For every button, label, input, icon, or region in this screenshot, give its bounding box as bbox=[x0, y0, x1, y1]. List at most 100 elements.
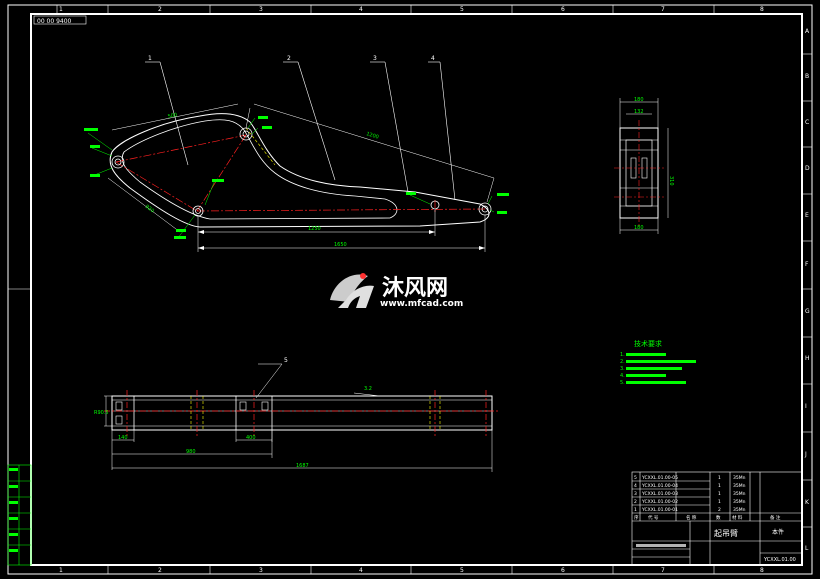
side-view: 1 2 3 4 500 1200 1250 1650 920 bbox=[84, 55, 509, 252]
plan-surface-mark: 3.2 bbox=[364, 386, 372, 392]
balloon-label: 4 bbox=[431, 55, 435, 62]
tech-req-line: 3. bbox=[620, 366, 625, 372]
ruler-label: 4 bbox=[359, 6, 363, 13]
ruler-label: B bbox=[805, 73, 809, 80]
bottom-ruler-labels: 1 2 3 4 5 6 7 8 bbox=[59, 567, 764, 574]
ruler-label: 3 bbox=[259, 567, 263, 574]
plan-outline bbox=[111, 395, 493, 431]
ruler-label: 7 bbox=[661, 6, 665, 13]
ruler-label: 7 bbox=[661, 567, 665, 574]
tech-req-title: 技术要求 bbox=[634, 339, 662, 348]
pin-holes bbox=[111, 127, 492, 217]
outer-border bbox=[7, 4, 813, 575]
plan-balloon: 5 bbox=[284, 357, 288, 364]
ruler-label: F bbox=[805, 261, 809, 268]
plan-dim-mid-w: 400 bbox=[246, 435, 256, 441]
ruler-label: D bbox=[805, 165, 810, 172]
ruler-label: 6 bbox=[561, 6, 565, 13]
dim-left: 920 bbox=[144, 204, 155, 215]
side-dims: 500 1200 1250 1650 920 bbox=[144, 112, 380, 248]
side-centerlines bbox=[115, 134, 487, 214]
side-dimension-lines bbox=[107, 103, 495, 252]
bom-qty: 1 bbox=[718, 483, 721, 489]
balloon-label: 1 bbox=[148, 55, 152, 62]
ruler-label: 4 bbox=[359, 567, 363, 574]
plan-view: 5 R90.5 140 400 980 1687 3.2 bbox=[94, 357, 500, 472]
plan-dim-left-height: R90.5 bbox=[94, 410, 109, 416]
arm-hidden-line bbox=[245, 127, 276, 166]
tech-req-line: 4. bbox=[620, 373, 625, 379]
bom-no: 3 bbox=[634, 491, 637, 497]
bom-qty: 2 bbox=[718, 507, 721, 513]
ruler-label: 8 bbox=[760, 567, 764, 574]
bom-header: 备 注 bbox=[770, 514, 781, 521]
end-dim-inner: 132 bbox=[634, 109, 644, 115]
pin-hole-mid bbox=[430, 200, 440, 210]
tech-requirements: 技术要求 1. 2. 3. 4. 5. bbox=[620, 339, 696, 386]
ruler-label: 5 bbox=[460, 6, 464, 13]
side-table bbox=[7, 464, 32, 566]
ruler-label: 3 bbox=[259, 6, 263, 13]
plan-dim-span: 980 bbox=[186, 449, 196, 455]
bom-header: 代 号 bbox=[648, 514, 659, 521]
ruler-label: J bbox=[804, 451, 807, 458]
sign-marks bbox=[636, 544, 686, 547]
bom-material: 35Mn bbox=[733, 483, 746, 489]
balloons: 1 2 3 4 bbox=[148, 55, 435, 62]
inner-border bbox=[30, 13, 803, 566]
end-dim-bottom: 180 bbox=[634, 225, 644, 231]
arm-outer-contour bbox=[109, 113, 490, 228]
corner-stamp: 00 00 9400 bbox=[37, 18, 72, 25]
bom-qty: 1 bbox=[718, 499, 721, 505]
balloon-leaders bbox=[145, 61, 456, 201]
bom-material: 35Mn bbox=[733, 507, 746, 513]
ruler-label: A bbox=[805, 28, 810, 35]
end-dim-top: 180 bbox=[634, 97, 644, 103]
watermark-logo-icon bbox=[330, 273, 374, 308]
ruler-label: 8 bbox=[760, 6, 764, 13]
bom-material: 35Mn bbox=[733, 475, 746, 481]
tech-req-line: 2. bbox=[620, 359, 625, 365]
title-block bbox=[631, 471, 803, 566]
bom-code: YCXXL.01.00-01 bbox=[641, 507, 678, 513]
top-ruler bbox=[56, 5, 715, 14]
top-ruler-labels: 1 2 3 4 5 6 7 8 bbox=[59, 6, 764, 13]
plan-dim-overall: 1687 bbox=[296, 463, 309, 469]
ruler-label: E bbox=[805, 212, 809, 219]
title-block-rows: 5 YCXXL.01.00-05 1 35Mn 4 YCXXL.01.00-04… bbox=[634, 475, 781, 521]
watermark-brand: 沐风网 bbox=[382, 276, 448, 301]
bom-no: 1 bbox=[634, 507, 637, 513]
pin-annotations bbox=[87, 117, 495, 239]
plan-dim-left-w: 140 bbox=[118, 435, 128, 441]
bom-header: 序 bbox=[634, 514, 639, 521]
drawing-material: 本件 bbox=[772, 528, 784, 536]
drawing-code: YCXXL.01.00 bbox=[763, 557, 796, 563]
ruler-label: 1 bbox=[59, 6, 63, 13]
pin-annotation-marks bbox=[84, 116, 509, 239]
bom-material: 35Mn bbox=[733, 499, 746, 505]
ruler-label: G bbox=[805, 308, 810, 315]
tech-req-line: 1. bbox=[620, 352, 625, 358]
ruler-label: I bbox=[805, 403, 807, 410]
ruler-label: L bbox=[805, 545, 809, 552]
drawing-name: 起吊臂 bbox=[714, 528, 738, 538]
ruler-label: K bbox=[805, 499, 810, 506]
dim-right-arm: 1200 bbox=[365, 131, 379, 140]
bom-no: 5 bbox=[634, 475, 637, 481]
bom-material: 35Mn bbox=[733, 491, 746, 497]
end-view: 180 132 310 180 bbox=[614, 97, 674, 234]
dim-bottom: 1250 bbox=[308, 226, 321, 232]
watermark-url: www.mfcad.com bbox=[380, 299, 463, 309]
end-dim-height: 310 bbox=[668, 176, 674, 186]
corner-stamp-box bbox=[33, 15, 87, 25]
bom-header: 材 料 bbox=[732, 514, 743, 521]
bom-no: 2 bbox=[634, 499, 637, 505]
bom-qty: 1 bbox=[718, 475, 721, 481]
bom-code: YCXXL.01.00-04 bbox=[641, 483, 678, 489]
side-table-marks bbox=[9, 468, 18, 552]
side-dim-ticks bbox=[198, 230, 485, 250]
bottom-ruler bbox=[107, 565, 715, 574]
bom-qty: 1 bbox=[718, 491, 721, 497]
bom-code: YCXXL.01.00-03 bbox=[641, 491, 678, 497]
ruler-label: 1 bbox=[59, 567, 63, 574]
